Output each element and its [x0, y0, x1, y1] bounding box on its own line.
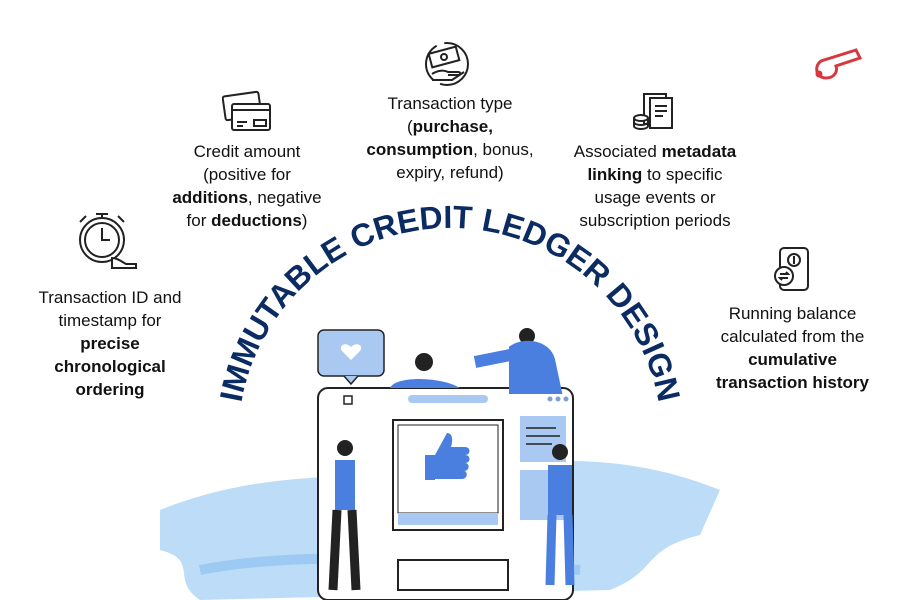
money-hand-icon — [422, 40, 472, 88]
feature-text: , negative for — [186, 188, 322, 230]
feature-highlight: deductions — [211, 211, 302, 230]
feature-text: to specific usage events or subscription… — [579, 165, 731, 230]
feature-highlight: cumulative transaction history — [715, 350, 870, 392]
stopwatch-icon — [72, 208, 140, 270]
documents-coins-icon — [632, 92, 674, 132]
feature-highlight: precise chronological ordering — [54, 334, 166, 399]
feature-highlight: additions — [172, 188, 248, 207]
feature-running-balance: Running balance calculated from the cumu… — [705, 302, 880, 394]
feature-text: Credit amount (positive for — [193, 142, 301, 184]
feature-text: Running balance calculated from the — [720, 304, 865, 346]
feature-transaction-id: Transaction ID and timestamp for precise… — [30, 286, 190, 401]
feature-metadata: Associated metadata linking to specific … — [570, 140, 740, 232]
feature-text: Transaction ID and timestamp for — [38, 288, 182, 330]
feature-credit-amount: Credit amount (positive for additions, n… — [172, 140, 322, 232]
credit-card-icon — [222, 90, 272, 132]
feature-highlight: purchase, consumption — [366, 117, 493, 159]
feature-transaction-type: Transaction type (purchase, consumption,… — [365, 92, 535, 184]
feature-text: , bonus, expiry, refund) — [396, 140, 534, 182]
phone-payment-icon — [770, 246, 814, 292]
feature-text: ) — [301, 211, 308, 230]
whistle-icon — [810, 40, 866, 84]
feature-highlight: metadata linking — [587, 142, 737, 184]
social-media-illustration — [140, 320, 740, 600]
feature-text: Transaction type ( — [387, 94, 513, 136]
feature-text: Associated — [573, 142, 662, 161]
